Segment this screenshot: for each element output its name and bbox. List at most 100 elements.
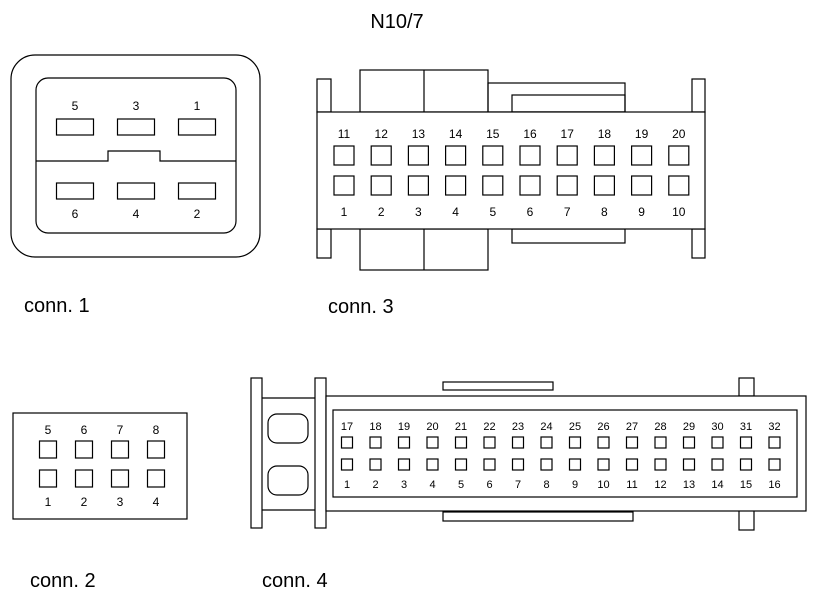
conn1-inner-housing: [35, 77, 237, 234]
conn1-label: conn. 1: [24, 295, 90, 317]
conn3-pin-16-label: 16: [523, 127, 537, 141]
conn2-pin-8-cavity: [146, 440, 166, 459]
conn3-pin-8-cavity: [593, 175, 616, 196]
conn3-pin-6-cavity: [519, 175, 541, 196]
conn1-outer-housing: [10, 54, 261, 258]
conn3-pin-4-cavity: [445, 175, 467, 196]
conn3-top-step-a: [487, 82, 626, 113]
conn3-pin-3-cavity: [407, 175, 429, 196]
conn4-label: conn. 4: [262, 570, 328, 592]
conn4-pin-10-cavity: [597, 458, 610, 471]
conn4-pin-27-cavity: [625, 436, 639, 449]
conn4-pin-29-cavity: [682, 436, 696, 449]
conn3-pin-10-label: 10: [672, 205, 686, 219]
conn1-pin-1-cavity: [177, 118, 217, 136]
conn2-pin-3-label: 3: [117, 495, 124, 509]
conn2-pin-6-label: 6: [81, 423, 88, 437]
conn3-pin-1-label: 1: [341, 205, 348, 219]
conn4-pin-15-label: 15: [740, 479, 752, 491]
conn3-pin-6-label: 6: [527, 205, 534, 219]
conn1-pin-5-cavity: [55, 118, 95, 136]
conn4-pin-14-cavity: [711, 458, 724, 471]
conn3-left-latch-bottom: [316, 228, 332, 259]
conn2-pin-5-cavity: [38, 440, 58, 459]
conn3-pin-13-cavity: [407, 145, 429, 166]
conn4-pin-3-label: 3: [401, 479, 407, 491]
conn1-pin-3-label: 3: [133, 99, 140, 113]
conn4-body: [325, 395, 807, 512]
conn4-pin-32-label: 32: [768, 421, 780, 433]
conn4-pin-2-cavity: [369, 458, 382, 471]
conn3-pin-17-label: 17: [561, 127, 575, 141]
conn4-pin-11-label: 11: [626, 479, 637, 491]
conn4-pin-2-label: 2: [372, 479, 378, 491]
conn3-pin-14-label: 14: [449, 127, 463, 141]
conn3-pin-15-label: 15: [486, 127, 500, 141]
conn3-pin-5-label: 5: [489, 205, 496, 219]
conn4-pin-11-cavity: [625, 458, 639, 471]
conn4-pin-22-cavity: [483, 436, 496, 449]
conn4-pin-17-cavity: [340, 436, 354, 449]
conn1-key-divider: [36, 150, 236, 162]
conn4-pin-32-cavity: [768, 436, 781, 449]
conn1-pin-2-label: 2: [194, 207, 201, 221]
conn3-pin-18-label: 18: [598, 127, 612, 141]
conn4-pin-9-label: 9: [572, 479, 578, 491]
conn3-pin-17-cavity: [556, 145, 578, 166]
conn4-pin-21-cavity: [454, 436, 468, 449]
diagram-title: N10/7: [370, 11, 423, 33]
conn3-pin-19-cavity: [630, 145, 653, 166]
conn4-pin-31-cavity: [739, 436, 753, 449]
conn3-pin-2-label: 2: [378, 205, 385, 219]
conn1-pin-4-label: 4: [133, 207, 140, 221]
conn4-pin-21-label: 21: [455, 421, 467, 433]
conn4-pin-31-label: 31: [740, 421, 752, 433]
conn3-top-step-b: [511, 94, 626, 113]
conn4-pin-3-cavity: [397, 458, 411, 471]
conn2-pin-2-cavity: [74, 469, 94, 488]
conn3-pin-8-label: 8: [601, 205, 608, 219]
conn3-right-latch-top: [691, 78, 706, 113]
conn3-pin-12-label: 12: [375, 127, 389, 141]
conn4-pin-26-label: 26: [597, 421, 609, 433]
conn4-pin-8-label: 8: [543, 479, 549, 491]
conn4-pin-28-label: 28: [654, 421, 666, 433]
conn4-bottom-tab: [442, 511, 634, 522]
conn4-pin-7-cavity: [511, 458, 525, 471]
conn4-right-latch-top: [738, 377, 755, 397]
conn4-pin-18-cavity: [369, 436, 382, 449]
conn4-pin-27-label: 27: [626, 421, 638, 433]
conn1-pin-6-cavity: [55, 182, 95, 200]
conn4-lever-slot-top: [267, 413, 309, 444]
conn4-pin-22-label: 22: [483, 421, 495, 433]
conn3-pin-20-cavity: [668, 145, 690, 166]
conn3-body: [316, 111, 706, 230]
conn4-pin-30-label: 30: [711, 421, 723, 433]
conn1-pin-2-cavity: [177, 182, 217, 200]
conn4-pin-5-label: 5: [458, 479, 464, 491]
conn4-pin-5-cavity: [454, 458, 468, 471]
conn4-left-plate: [250, 377, 263, 529]
conn4-pin-20-cavity: [426, 436, 439, 449]
connector-3: [316, 69, 706, 271]
conn3-pin-9-label: 9: [638, 205, 645, 219]
conn3-pin-12-cavity: [370, 145, 392, 166]
conn4-pin-field: [332, 409, 798, 498]
conn4-pin-24-cavity: [540, 436, 553, 449]
conn3-pin-1-cavity: [333, 175, 355, 196]
conn2-pin-7-label: 7: [117, 423, 124, 437]
conn3-pin-5-cavity: [482, 175, 504, 196]
conn3-pin-7-label: 7: [564, 205, 571, 219]
conn2-pin-6-cavity: [74, 440, 94, 459]
conn3-left-latch-top: [316, 78, 332, 113]
conn4-pin-6-cavity: [483, 458, 496, 471]
conn3-pin-10-cavity: [668, 175, 690, 196]
conn1-pin-1-label: 1: [194, 99, 201, 113]
conn4-pin-8-cavity: [540, 458, 553, 471]
conn4-pin-12-label: 12: [654, 479, 666, 491]
conn3-pin-3-label: 3: [415, 205, 422, 219]
conn4-pin-19-label: 19: [398, 421, 410, 433]
conn2-pin-1-label: 1: [45, 495, 52, 509]
